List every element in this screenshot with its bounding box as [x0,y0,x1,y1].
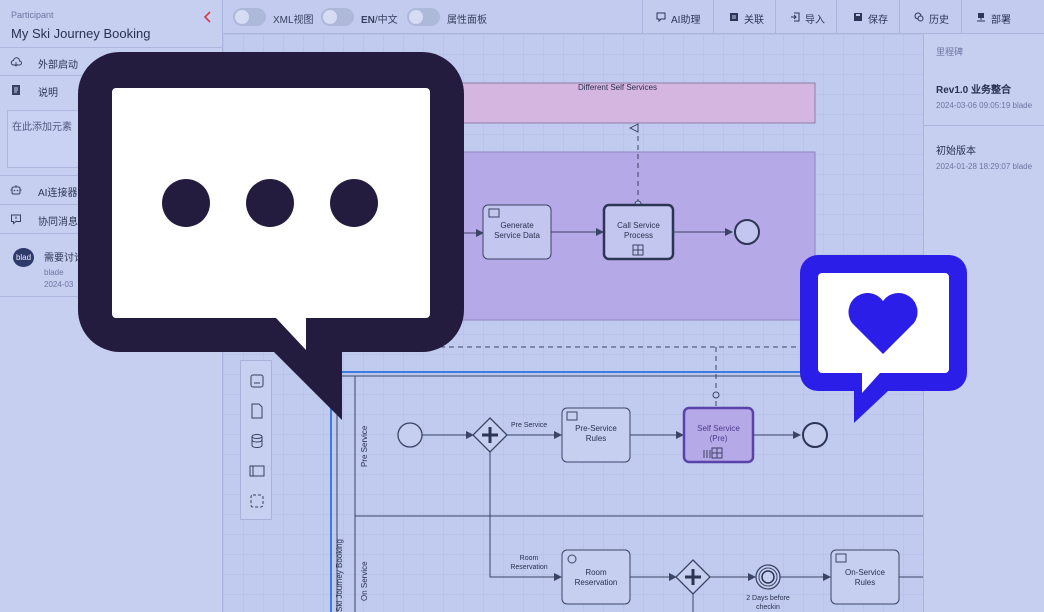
toggle-knob [235,10,249,24]
save-icon [854,13,862,21]
toolbar: XML视图 EN/中文 属性面板 AI助理 关联 导入 保存 历史 部署 [223,0,1044,34]
button-label: 部署 [991,15,1011,26]
version-date: 2024-01-28 18:29:07 blade [936,162,1033,171]
pool-different-self-services[interactable] [419,82,816,124]
task-label: Self Service (Pre) [697,424,740,443]
button-label: 历史 [929,15,949,26]
left-row-external-start[interactable]: 外部启动 [0,47,223,75]
document-icon[interactable] [249,403,265,419]
deploy-icon [977,13,985,22]
task-label: Generate Service Data [494,221,540,240]
lang-cn: /中文 [374,15,398,26]
button-label: AI助理 [671,15,701,26]
toggle-track [407,8,440,26]
left-row-label: 说明 [38,88,58,99]
import-button[interactable]: 导入 [775,0,836,34]
task-label: Pre-Service Rules [575,424,617,443]
chat-icon [11,214,21,225]
clock-icon [761,570,775,584]
message-date: 2024-03 [44,280,74,289]
pool-label: Ski Journey Booking [335,539,344,612]
task-label: On-Service Rules [844,568,885,587]
flow-label: Room Reservation [510,555,548,571]
database-icon[interactable] [249,433,265,449]
toggle-knob [323,10,337,24]
toggle-knob [409,10,423,24]
rules-icon [835,553,847,563]
toggle-track [233,8,266,26]
cloud-icon [10,57,22,67]
ai-assistant-button[interactable]: AI助理 [642,0,713,34]
section-label: Participant [11,10,54,20]
lang-en: EN [361,15,375,26]
group-icon[interactable] [249,493,265,509]
toggle-label: XML视图 [273,15,314,26]
chat-heart-icon [800,255,967,423]
link-button[interactable]: 关联 [713,0,775,34]
participant-header: Participant My Ski Journey Booking [11,10,150,41]
button-label: 导入 [805,15,825,26]
robot-icon [10,185,22,195]
chat-ellipsis-icon [78,52,464,420]
task-label: Room Reservation [574,568,618,587]
message-title: 需要讨论 [44,253,84,264]
history-button[interactable]: 历史 [899,0,961,34]
participant-name[interactable]: My Ski Journey Booking [11,26,151,41]
avatar: blad [13,248,34,267]
tool-palette [240,360,272,520]
button-label: 保存 [868,15,888,26]
toggle-label: EN/中文 [361,11,398,26]
flow-label: Pre Service [511,422,548,429]
left-row-label: AI连接器 [38,188,78,199]
link-icon [730,13,738,21]
end-event[interactable] [734,219,760,245]
version-name[interactable]: Rev1.0 业务整合 [936,85,1012,96]
task-label: Call Service Process [617,221,660,240]
gear-icon [567,554,577,564]
pool-ski-journey-booking[interactable] [336,375,923,612]
deploy-button[interactable]: 部署 [961,0,1044,34]
textarea-placeholder: 在此添加元素 [12,122,72,133]
divider [924,125,1044,126]
left-row-label: 外部启动 [38,60,78,71]
button-label: 关联 [744,15,764,26]
milestones-label: 里程碑 [936,47,964,57]
script-icon [488,208,500,218]
document-icon [12,85,20,95]
pool-label: Different Self Services [578,83,657,92]
message-author: blade [44,268,64,277]
toggle-track [321,8,354,26]
toggle-label: 属性面板 [447,15,487,26]
data-store-icon[interactable] [249,373,265,389]
history-icon [914,12,924,22]
lane-label: On Service [360,561,369,601]
save-button[interactable]: 保存 [836,0,899,34]
right-panel: 里程碑 Rev1.0 业务整合 2024-03-06 09:05:19 blad… [923,34,1044,612]
left-row-label: 协同消息 [38,217,78,228]
version-date: 2024-03-06 09:05:19 blade [936,101,1033,110]
timer-event[interactable] [755,564,781,590]
chevron-left-icon[interactable] [203,11,213,23]
pool-icon[interactable] [249,463,265,479]
chat-icon [656,12,666,22]
bpmn-diagram [330,82,923,612]
flow-label: 2 Days before checkin [746,595,790,611]
end-event[interactable] [802,422,828,448]
start-event[interactable] [397,422,423,448]
rules-icon [566,411,578,421]
lane-label: Pre Service [360,425,369,467]
version-name[interactable]: 初始版本 [936,146,976,157]
import-icon [791,12,800,22]
